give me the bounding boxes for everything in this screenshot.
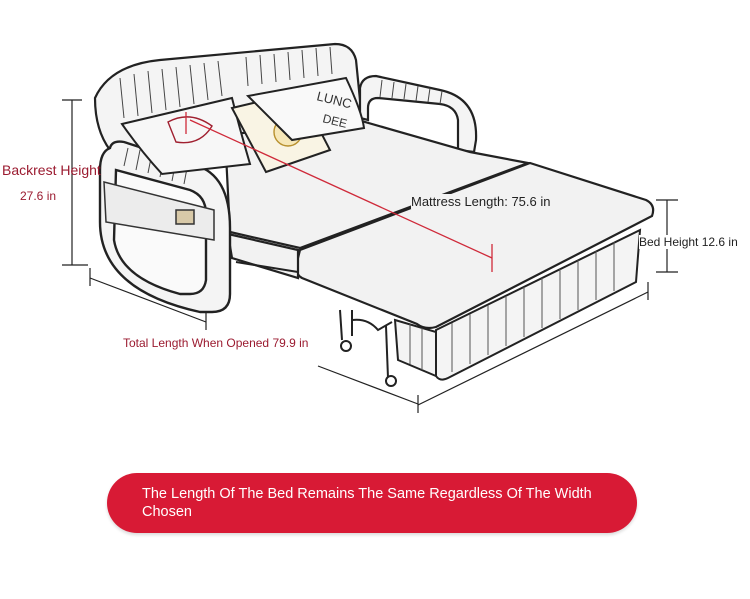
backrest-height-label: Backrest Height: [2, 162, 101, 178]
right-armrest: [358, 74, 478, 154]
pillow-text-bottom-span: DEE: [321, 111, 348, 131]
bed-base: [393, 228, 642, 381]
mattress-length-guide: [185, 112, 493, 272]
pillow-back: [245, 76, 366, 142]
bed-height-label: Bed Height 12.6 in: [639, 235, 738, 249]
mattress-length-label: Mattress Length: 75.6 in: [411, 194, 551, 209]
info-banner: The Length Of The Bed Remains The Same R…: [107, 473, 637, 533]
total-length-dim: [89, 277, 207, 323]
pillow-text-bottom: DEE: [321, 111, 348, 131]
backrest-height-value: 27.6 in: [20, 189, 57, 203]
side-pocket: [103, 181, 215, 241]
frame-legs: [235, 261, 393, 379]
wheels: [340, 340, 397, 387]
backrest-stitching: [119, 46, 333, 119]
total-length-label: Total Length When Opened 79.9 in: [123, 336, 309, 350]
base-pleats: [409, 242, 615, 372]
width-dim: [417, 291, 649, 406]
sofa-bed-illustration: LUNC DEE: [62, 42, 678, 413]
right-armrest-stitching: [379, 79, 443, 105]
info-banner-text: The Length Of The Bed Remains The Same R…: [142, 486, 592, 520]
